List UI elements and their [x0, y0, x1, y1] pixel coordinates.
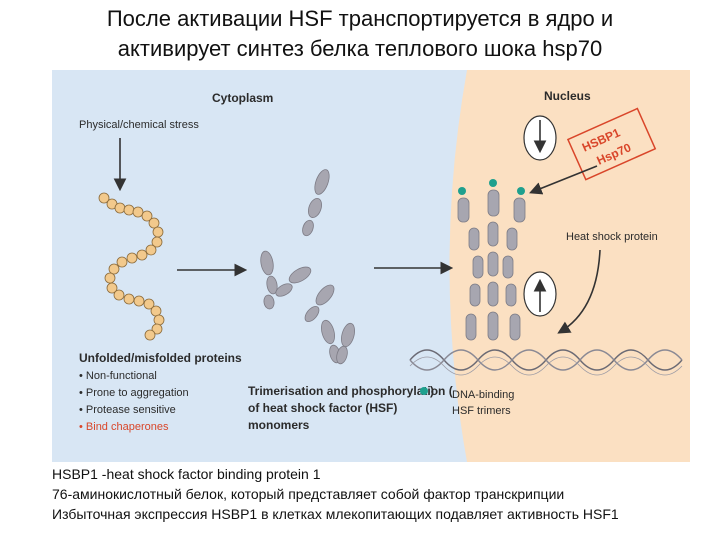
- unfolded-item: • Non-functional: [79, 370, 157, 382]
- hsf-monomers: [260, 169, 355, 365]
- cytoplasm-region: [52, 70, 467, 462]
- trimer-label-line-2: of heat shock factor (HSF): [248, 401, 397, 415]
- caption: HSBP1 -heat shock factor binding protein…: [52, 464, 718, 524]
- heat-shock-protein-label: Heat shock protein: [566, 231, 658, 243]
- caption-line-2: 76-аминокислотный белок, который предста…: [52, 486, 565, 502]
- phospho-groups: [458, 179, 525, 195]
- title-line-2: активирует синтез белка теплового шока h…: [117, 36, 603, 61]
- caption-line-3: Избыточная экспрессия HSBP1 в клетках мл…: [52, 506, 619, 522]
- up-arrow-circle: [523, 271, 557, 317]
- unfolded-title: Unfolded/misfolded proteins: [79, 351, 242, 365]
- slide-title: После активации HSF транспортируется в я…: [0, 4, 720, 64]
- unfolded-item: • Bind chaperones: [79, 421, 169, 433]
- nucleus-label: Nucleus: [544, 89, 591, 103]
- trimer-paren: ): [430, 384, 434, 398]
- dna-binding-label-line-2: HSF trimers: [452, 405, 511, 417]
- unfolded-protein-chain: [98, 192, 165, 341]
- title-line-1: После активации HSF транспортируется в я…: [106, 6, 614, 31]
- hsbp1-hsp70-box: HSBP1 Hsp70: [566, 107, 657, 181]
- down-arrow-circle: [523, 115, 557, 161]
- hsp70-to-trimer-arrow: [529, 165, 598, 195]
- trimer-label-line-3: monomers: [248, 418, 310, 432]
- hsf-trimer: [457, 189, 526, 341]
- dna-helix: [409, 349, 683, 376]
- cytoplasm-label: Cytoplasm: [212, 91, 273, 105]
- unfolded-item: • Protease sensitive: [79, 404, 176, 416]
- phospho-legend-dot: [420, 387, 428, 395]
- unfolded-item: • Prone to aggregation: [79, 387, 189, 399]
- stress-label: Physical/chemical stress: [79, 119, 199, 131]
- heat-shock-protein-arrow: [557, 249, 601, 334]
- hsf-activation-diagram: Cytoplasm Nucleus Physical/chemical stre…: [52, 70, 690, 462]
- dna-binding-label-line-1: DNA-binding: [452, 389, 514, 401]
- trimer-label-line-1: Trimerisation and phosphorylation (: [248, 384, 453, 398]
- caption-line-1: HSBP1 -heat shock factor binding protein…: [52, 466, 321, 482]
